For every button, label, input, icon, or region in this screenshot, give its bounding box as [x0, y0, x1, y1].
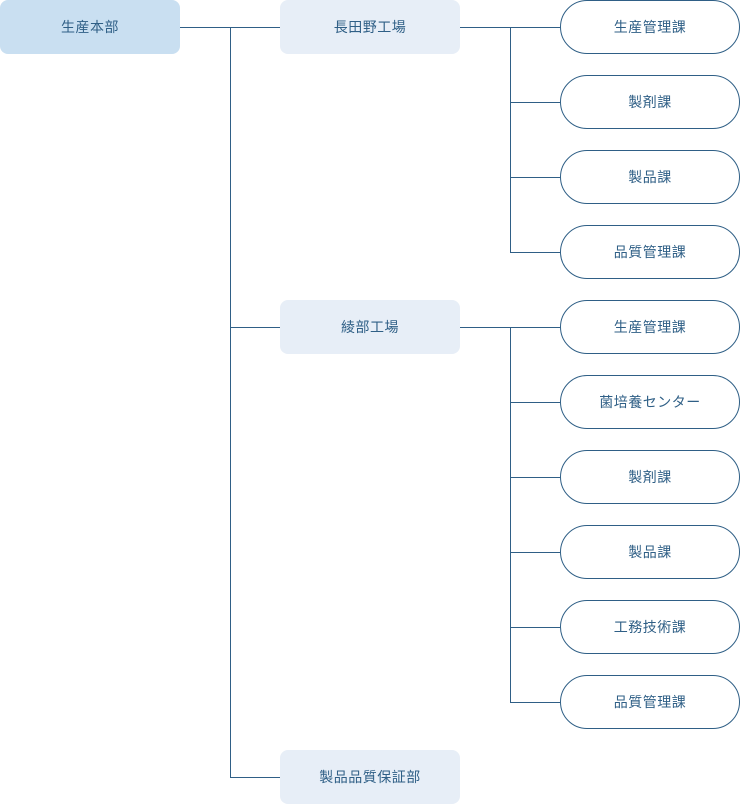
connector-to-group-2	[230, 327, 280, 328]
node-osadano-production-control[interactable]: 生産管理課	[560, 0, 740, 54]
connector-group-1-child-2	[510, 102, 560, 103]
node-ayabe-products[interactable]: 製品課	[560, 525, 740, 579]
connector-group-2-child-6	[510, 702, 560, 703]
connector-group-2-child-4	[510, 552, 560, 553]
connector-group-2-child-2	[510, 402, 560, 403]
node-ayabe-production-control[interactable]: 生産管理課	[560, 300, 740, 354]
node-ayabe-formulation[interactable]: 製剤課	[560, 450, 740, 504]
node-osadano-factory[interactable]: 長田野工場	[280, 0, 460, 54]
node-ayabe-culture-center[interactable]: 菌培養センター	[560, 375, 740, 429]
connector-main-trunk	[230, 27, 231, 777]
node-product-quality-assurance-dept[interactable]: 製品品質保証部	[280, 750, 460, 804]
node-ayabe-engineering[interactable]: 工務技術課	[560, 600, 740, 654]
node-osadano-formulation[interactable]: 製剤課	[560, 75, 740, 129]
node-osadano-quality-control[interactable]: 品質管理課	[560, 225, 740, 279]
connector-group-1-vertical	[510, 27, 511, 252]
connector-group-2-vertical	[510, 327, 511, 702]
node-production-headquarters[interactable]: 生産本部	[0, 0, 180, 54]
connector-group-2-child-3	[510, 477, 560, 478]
node-osadano-products[interactable]: 製品課	[560, 150, 740, 204]
node-ayabe-quality-control[interactable]: 品質管理課	[560, 675, 740, 729]
connector-group-1-child-4	[510, 252, 560, 253]
connector-group-2-child-5	[510, 627, 560, 628]
connector-to-group-3	[230, 777, 280, 778]
connector-group-1-child-3	[510, 177, 560, 178]
node-ayabe-factory[interactable]: 綾部工場	[280, 300, 460, 354]
